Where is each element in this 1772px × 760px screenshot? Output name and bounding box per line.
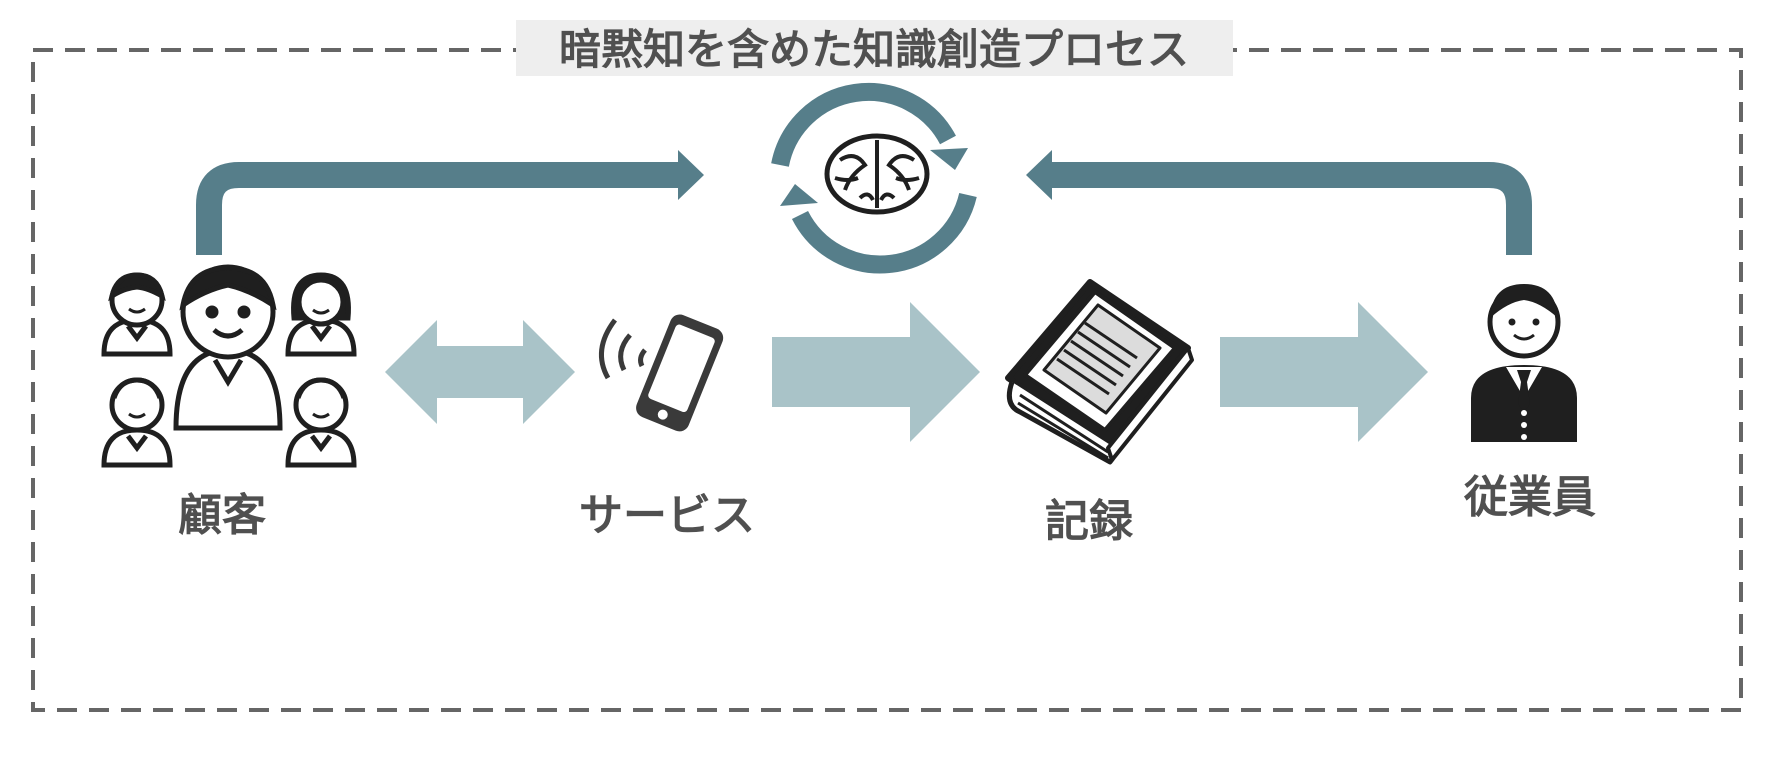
customer-service-double-arrow [385, 320, 575, 424]
brain-cycle-icon [771, 82, 977, 274]
record-label: 記録 [1045, 496, 1134, 547]
title-background [516, 20, 1233, 76]
customer-label: 顧客 [178, 490, 266, 541]
record-to-employee-arrow [1220, 302, 1428, 442]
service-to-record-arrow [772, 302, 980, 442]
diagram-title: 暗黙知を含めた知識創造プロセス [559, 25, 1189, 74]
customer-main-person [173, 264, 283, 431]
employee-label: 従業員 [1463, 472, 1596, 523]
smartphone-icon [598, 314, 724, 432]
book-icon [1005, 279, 1194, 465]
service-label: サービス [579, 490, 755, 541]
customer-small-person [101, 272, 173, 357]
brain-icon [824, 133, 930, 215]
customer-group-icon [101, 264, 357, 468]
employee-icon [1471, 284, 1577, 442]
employee-to-brain-arrow [1026, 150, 1532, 255]
customer-small-person [101, 377, 173, 468]
customer-to-brain-arrow [196, 150, 704, 255]
customer-small-person [285, 377, 357, 468]
customer-small-person [285, 272, 357, 357]
